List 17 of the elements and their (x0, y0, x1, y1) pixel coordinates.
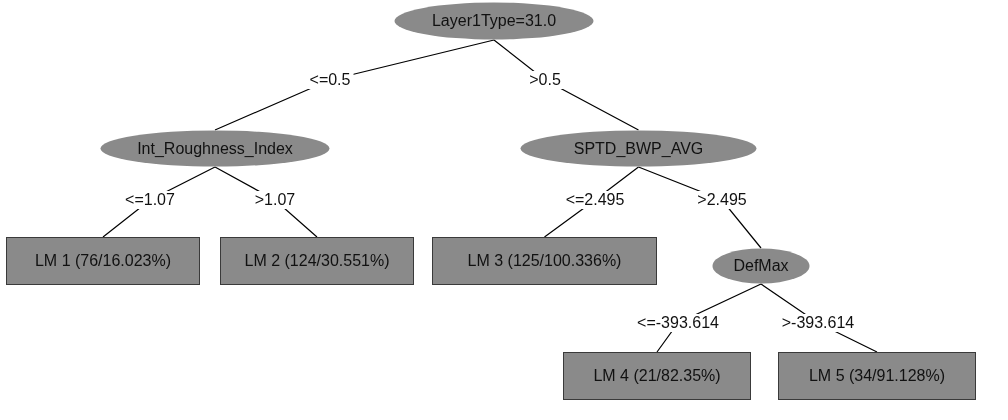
leaf-box (778, 352, 976, 400)
node-label: SPTD_BWP_AVG (573, 139, 704, 158)
node-label: LM 5 (34/91.128%) (808, 367, 946, 385)
node-label: LM 1 (76/16.023%) (34, 252, 172, 270)
edge-label: <=0.5 (306, 71, 354, 89)
node-label: LM 3 (125/100.336%) (467, 252, 622, 270)
edge-label: <=-393.614 (634, 314, 722, 332)
leaf-box (6, 237, 200, 285)
leaf-box (563, 352, 751, 400)
edge-label: <=1.07 (122, 191, 178, 209)
leaf-box (432, 237, 657, 285)
node-label: Layer1Type=31.0 (431, 12, 557, 30)
node-label: LM 4 (21/82.35%) (593, 367, 721, 385)
node-label: Int_Roughness_Index (137, 139, 293, 158)
node-label: LM 2 (124/30.551%) (244, 252, 390, 270)
node-label: DefMax (733, 257, 789, 275)
leaf-box (220, 237, 414, 285)
